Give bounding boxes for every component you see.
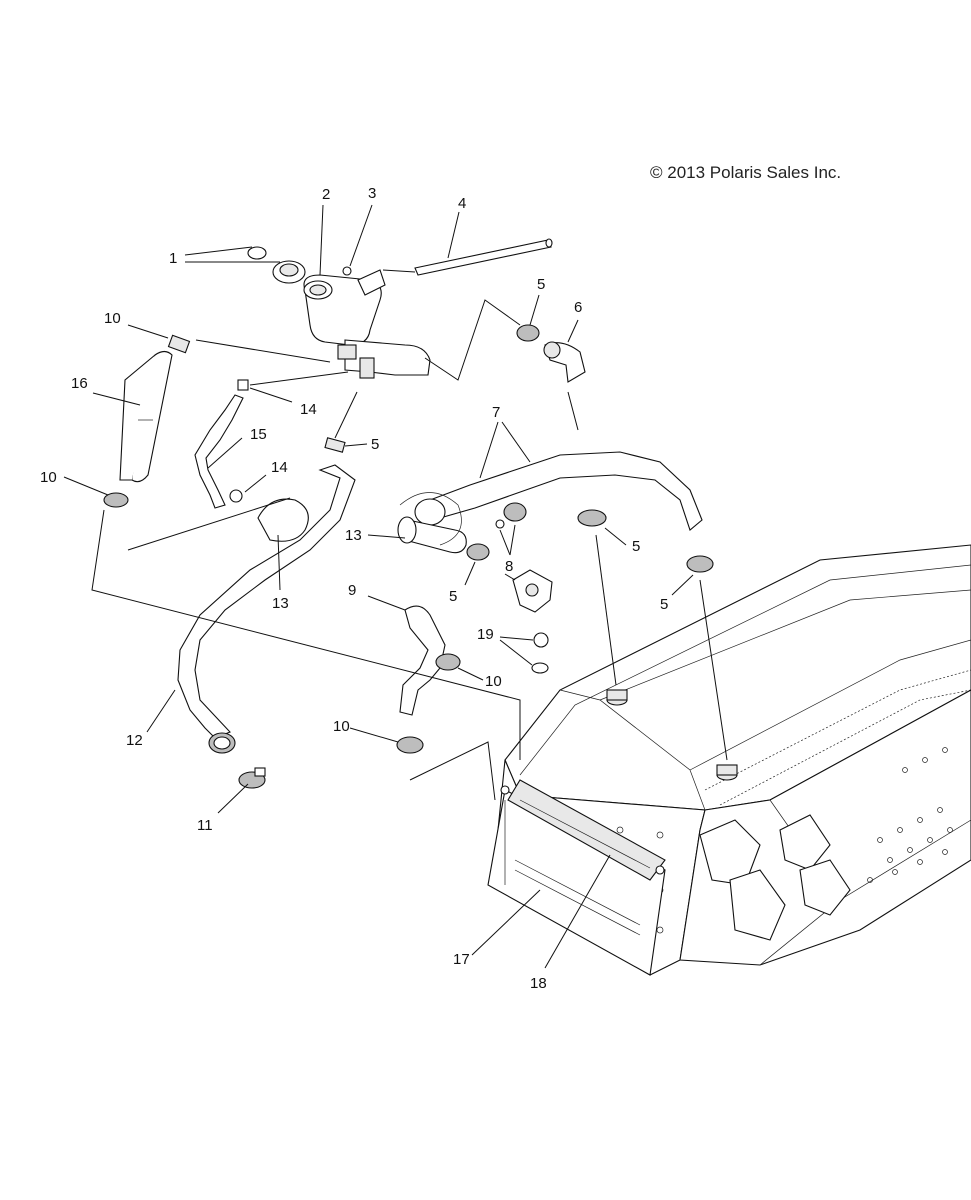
callout-3: 3 — [368, 185, 376, 202]
callout-10c: 10 — [485, 673, 502, 690]
callout-12: 12 — [126, 732, 143, 749]
callout-labels: 1 2 3 4 5 6 10 16 14 15 5 7 10 14 13 5 1… — [40, 185, 668, 992]
coolant-tank — [303, 269, 431, 379]
callout-5e: 5 — [660, 596, 668, 613]
clamp-5e — [686, 555, 714, 573]
callout-16: 16 — [71, 375, 88, 392]
clamp-10a — [167, 334, 191, 354]
callout-10d: 10 — [333, 718, 350, 735]
clamp-5d — [577, 509, 607, 527]
callout-5c: 5 — [449, 588, 457, 605]
rod-4 — [414, 238, 553, 276]
callout-6: 6 — [574, 299, 582, 316]
callout-10a: 10 — [104, 310, 121, 327]
callout-5b: 5 — [371, 436, 379, 453]
callout-5d: 5 — [632, 538, 640, 555]
clamp-5a — [516, 324, 540, 342]
pressure-cap — [247, 246, 306, 284]
plug-14b — [229, 489, 243, 503]
pipe-13 — [397, 492, 467, 554]
callout-5a: 5 — [537, 276, 545, 293]
callout-7: 7 — [492, 404, 500, 421]
callout-13a: 13 — [345, 527, 362, 544]
copyright-text: © 2013 Polaris Sales Inc. — [650, 163, 841, 182]
callout-10b: 10 — [40, 469, 57, 486]
callout-8: 8 — [505, 558, 513, 575]
callout-19: 19 — [477, 626, 494, 643]
clamp-5c — [466, 543, 490, 561]
callout-11: 11 — [197, 817, 213, 834]
callout-14a: 14 — [300, 401, 317, 418]
screw-3 — [342, 266, 352, 276]
heat-exchanger-18 — [500, 779, 666, 881]
rod-line — [127, 497, 291, 551]
elbow-6 — [543, 341, 586, 383]
callout-9: 9 — [348, 582, 356, 599]
clamp-10c — [435, 653, 461, 671]
hose-15 — [194, 394, 244, 509]
callout-13b: 13 — [272, 595, 289, 612]
callout-14b: 14 — [271, 459, 288, 476]
clamp-11 — [238, 767, 266, 789]
clamp-10d — [396, 736, 424, 754]
callout-4: 4 — [458, 195, 466, 212]
callout-15: 15 — [250, 426, 267, 443]
callout-2: 2 — [322, 186, 330, 203]
leader-lines — [63, 204, 728, 969]
clamp-8 — [495, 502, 527, 529]
heat-exchanger-17 — [487, 789, 666, 976]
clamp-10b — [103, 492, 129, 508]
hose-7 — [414, 451, 703, 531]
callout-18: 18 — [530, 975, 547, 992]
thermostat-19 — [531, 632, 549, 674]
clip-14a — [237, 379, 249, 391]
hose-9 — [399, 605, 446, 716]
callout-1: 1 — [169, 250, 177, 267]
hose-16 — [119, 350, 173, 483]
callout-17: 17 — [453, 951, 470, 968]
housing-thermostat — [512, 569, 553, 613]
loop-13 — [257, 498, 309, 542]
hose-12 — [177, 464, 356, 754]
clamp-5b — [324, 437, 346, 453]
